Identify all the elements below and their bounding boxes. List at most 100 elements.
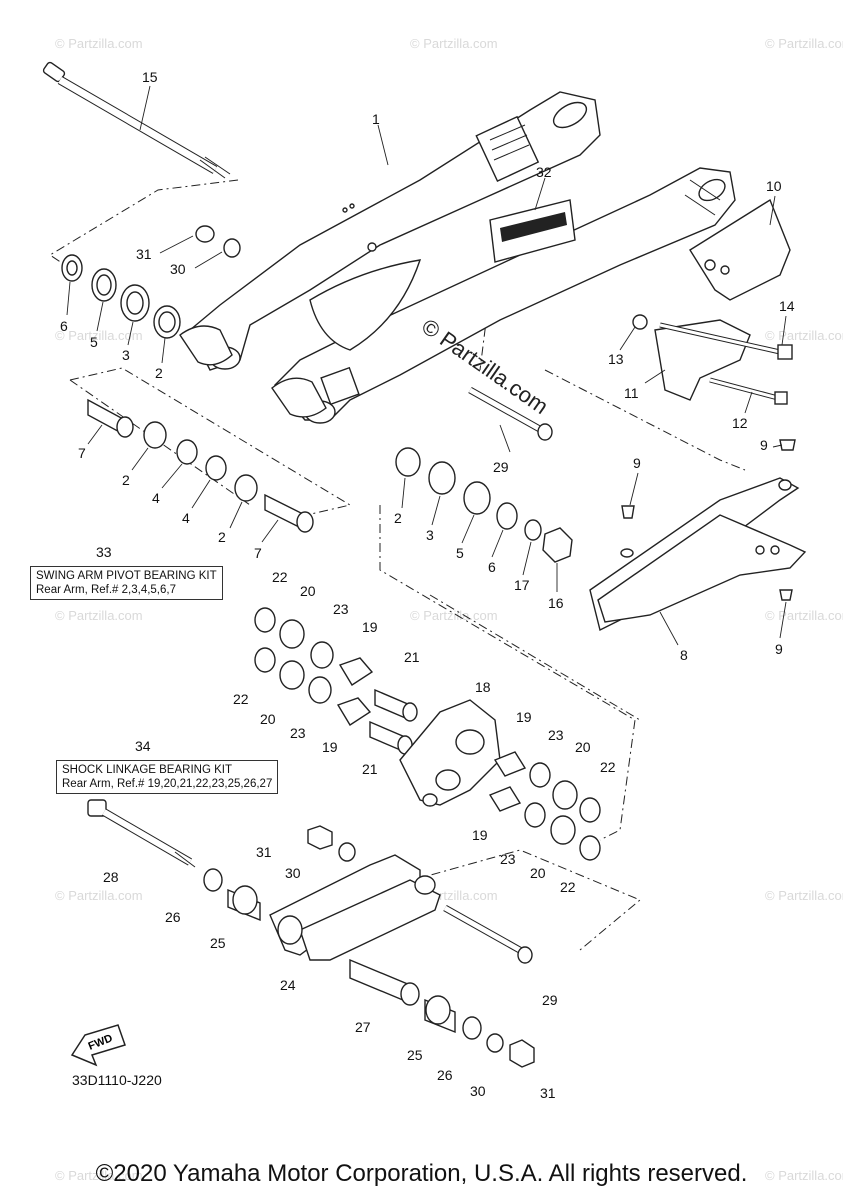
left-pivot-bearings[interactable]: [61, 225, 241, 339]
right-pivot-bearings[interactable]: [395, 447, 573, 563]
callout-21: 21: [362, 761, 378, 777]
callout-5: 5: [456, 545, 464, 561]
callout-18: 18: [475, 679, 491, 695]
kit-title: SWING ARM PIVOT BEARING KIT: [36, 570, 217, 582]
linkage-bearings-left[interactable]: [254, 607, 374, 726]
callout-22: 22: [600, 759, 616, 775]
callout-14: 14: [779, 298, 795, 314]
callout-24: 24: [280, 977, 296, 993]
leader-lines: [66, 85, 787, 646]
watermark-text: © Partzilla.com: [765, 1168, 843, 1183]
callout-2: 2: [155, 365, 163, 381]
callout-17: 17: [514, 577, 530, 593]
watermark-text: © Partzilla.com: [55, 328, 143, 343]
nut-washer-lower-upper[interactable]: [307, 825, 356, 862]
forward-arrow-icon: FWD: [70, 1024, 126, 1067]
callout-2: 2: [394, 510, 402, 526]
callout-19: 19: [362, 619, 378, 635]
callout-15: 15: [142, 69, 158, 85]
copyright-footer: ©2020 Yamaha Motor Corporation, U.S.A. A…: [95, 1160, 748, 1187]
bolt-29-lower[interactable]: [443, 904, 533, 964]
watermark-text: © Partzilla.com: [55, 608, 143, 623]
callout-9: 9: [760, 437, 768, 453]
callout-1: 1: [372, 111, 380, 127]
callout-8: 8: [680, 647, 688, 663]
callout-3: 3: [426, 527, 434, 543]
callout-5: 5: [90, 334, 98, 350]
callout-16: 16: [548, 595, 564, 611]
callout-9: 9: [633, 455, 641, 471]
callout-29: 29: [493, 459, 509, 475]
callout-30: 30: [285, 865, 301, 881]
collars-21[interactable]: [369, 688, 418, 755]
relay-arm[interactable]: [399, 699, 501, 807]
callout-32: 32: [536, 164, 552, 180]
chain-guide[interactable]: [689, 198, 791, 301]
callout-31: 31: [256, 844, 272, 860]
callout-19: 19: [516, 709, 532, 725]
callout-19: 19: [322, 739, 338, 755]
pivot-shaft[interactable]: [42, 61, 231, 179]
watermark-text: © Partzilla.com: [55, 888, 143, 903]
watermark-text: © Partzilla.com: [410, 36, 498, 51]
callout-2: 2: [218, 529, 226, 545]
kit-number-33: 33: [96, 544, 112, 560]
bolt-28[interactable]: [87, 799, 196, 868]
callout-4: 4: [182, 510, 190, 526]
callout-20: 20: [300, 583, 316, 599]
callout-31: 31: [136, 246, 152, 262]
callout-7: 7: [254, 545, 262, 561]
chain-guard[interactable]: [632, 314, 793, 405]
callout-30: 30: [470, 1083, 486, 1099]
callout-21: 21: [404, 649, 420, 665]
callout-26: 26: [437, 1067, 453, 1083]
callout-22: 22: [560, 879, 576, 895]
watermark-text: © Partzilla.com: [765, 36, 843, 51]
callout-10: 10: [766, 178, 782, 194]
callout-30: 30: [170, 261, 186, 277]
bolt-29-upper[interactable]: [468, 386, 553, 441]
callout-25: 25: [407, 1047, 423, 1063]
watermark-text: © Partzilla.com: [765, 888, 843, 903]
watermark-layer: © Partzilla.com © Partzilla.com © Partzi…: [55, 36, 843, 1183]
callout-6: 6: [488, 559, 496, 575]
watermark-text: © Partzilla.com: [765, 608, 843, 623]
swing-arm-pivot-bearing-kit-box[interactable]: SWING ARM PIVOT BEARING KIT Rear Arm, Re…: [30, 566, 223, 600]
callout-23: 23: [548, 727, 564, 743]
collar-bearing-row[interactable]: [87, 398, 314, 533]
callout-20: 20: [575, 739, 591, 755]
chain-slider[interactable]: [589, 477, 807, 632]
shock-linkage-bearing-kit-box[interactable]: SHOCK LINKAGE BEARING KIT Rear Arm, Ref.…: [56, 760, 279, 794]
callout-28: 28: [103, 869, 119, 885]
callout-4: 4: [152, 490, 160, 506]
callout-25: 25: [210, 935, 226, 951]
watermark-text: © Partzilla.com: [55, 36, 143, 51]
callout-2: 2: [122, 472, 130, 488]
callout-12: 12: [732, 415, 748, 431]
callout-7: 7: [78, 445, 86, 461]
kit-number-34: 34: [135, 738, 151, 754]
screws-9[interactable]: [621, 439, 796, 601]
lower-right-hardware[interactable]: [349, 958, 535, 1068]
callout-23: 23: [333, 601, 349, 617]
diagram-code: 33D1110-J220: [72, 1072, 162, 1088]
bushing-left[interactable]: [203, 868, 261, 922]
swing-arm[interactable]: [179, 91, 736, 424]
watermark-text: © Partzilla.com: [55, 1168, 143, 1183]
kit-title: SHOCK LINKAGE BEARING KIT: [62, 764, 232, 776]
watermark-text: © Partzilla.com: [410, 608, 498, 623]
callout-numbers: 1 2 2 2 2 3 3 4 4 5 5 6 6 7 7 8 9 9 9 10…: [60, 69, 795, 1101]
callout-6: 6: [60, 318, 68, 334]
connecting-rod[interactable]: [269, 854, 441, 961]
callout-22: 22: [233, 691, 249, 707]
callout-26: 26: [165, 909, 181, 925]
callout-29: 29: [542, 992, 558, 1008]
callout-27: 27: [355, 1019, 371, 1035]
linkage-bearings-right[interactable]: [524, 762, 601, 861]
bearings-19-right[interactable]: [488, 751, 527, 812]
callout-22: 22: [272, 569, 288, 585]
kit-refs: Rear Arm, Ref.# 19,20,21,22,23,25,26,27: [62, 778, 273, 790]
callout-9: 9: [775, 641, 783, 657]
callout-31: 31: [540, 1085, 556, 1101]
